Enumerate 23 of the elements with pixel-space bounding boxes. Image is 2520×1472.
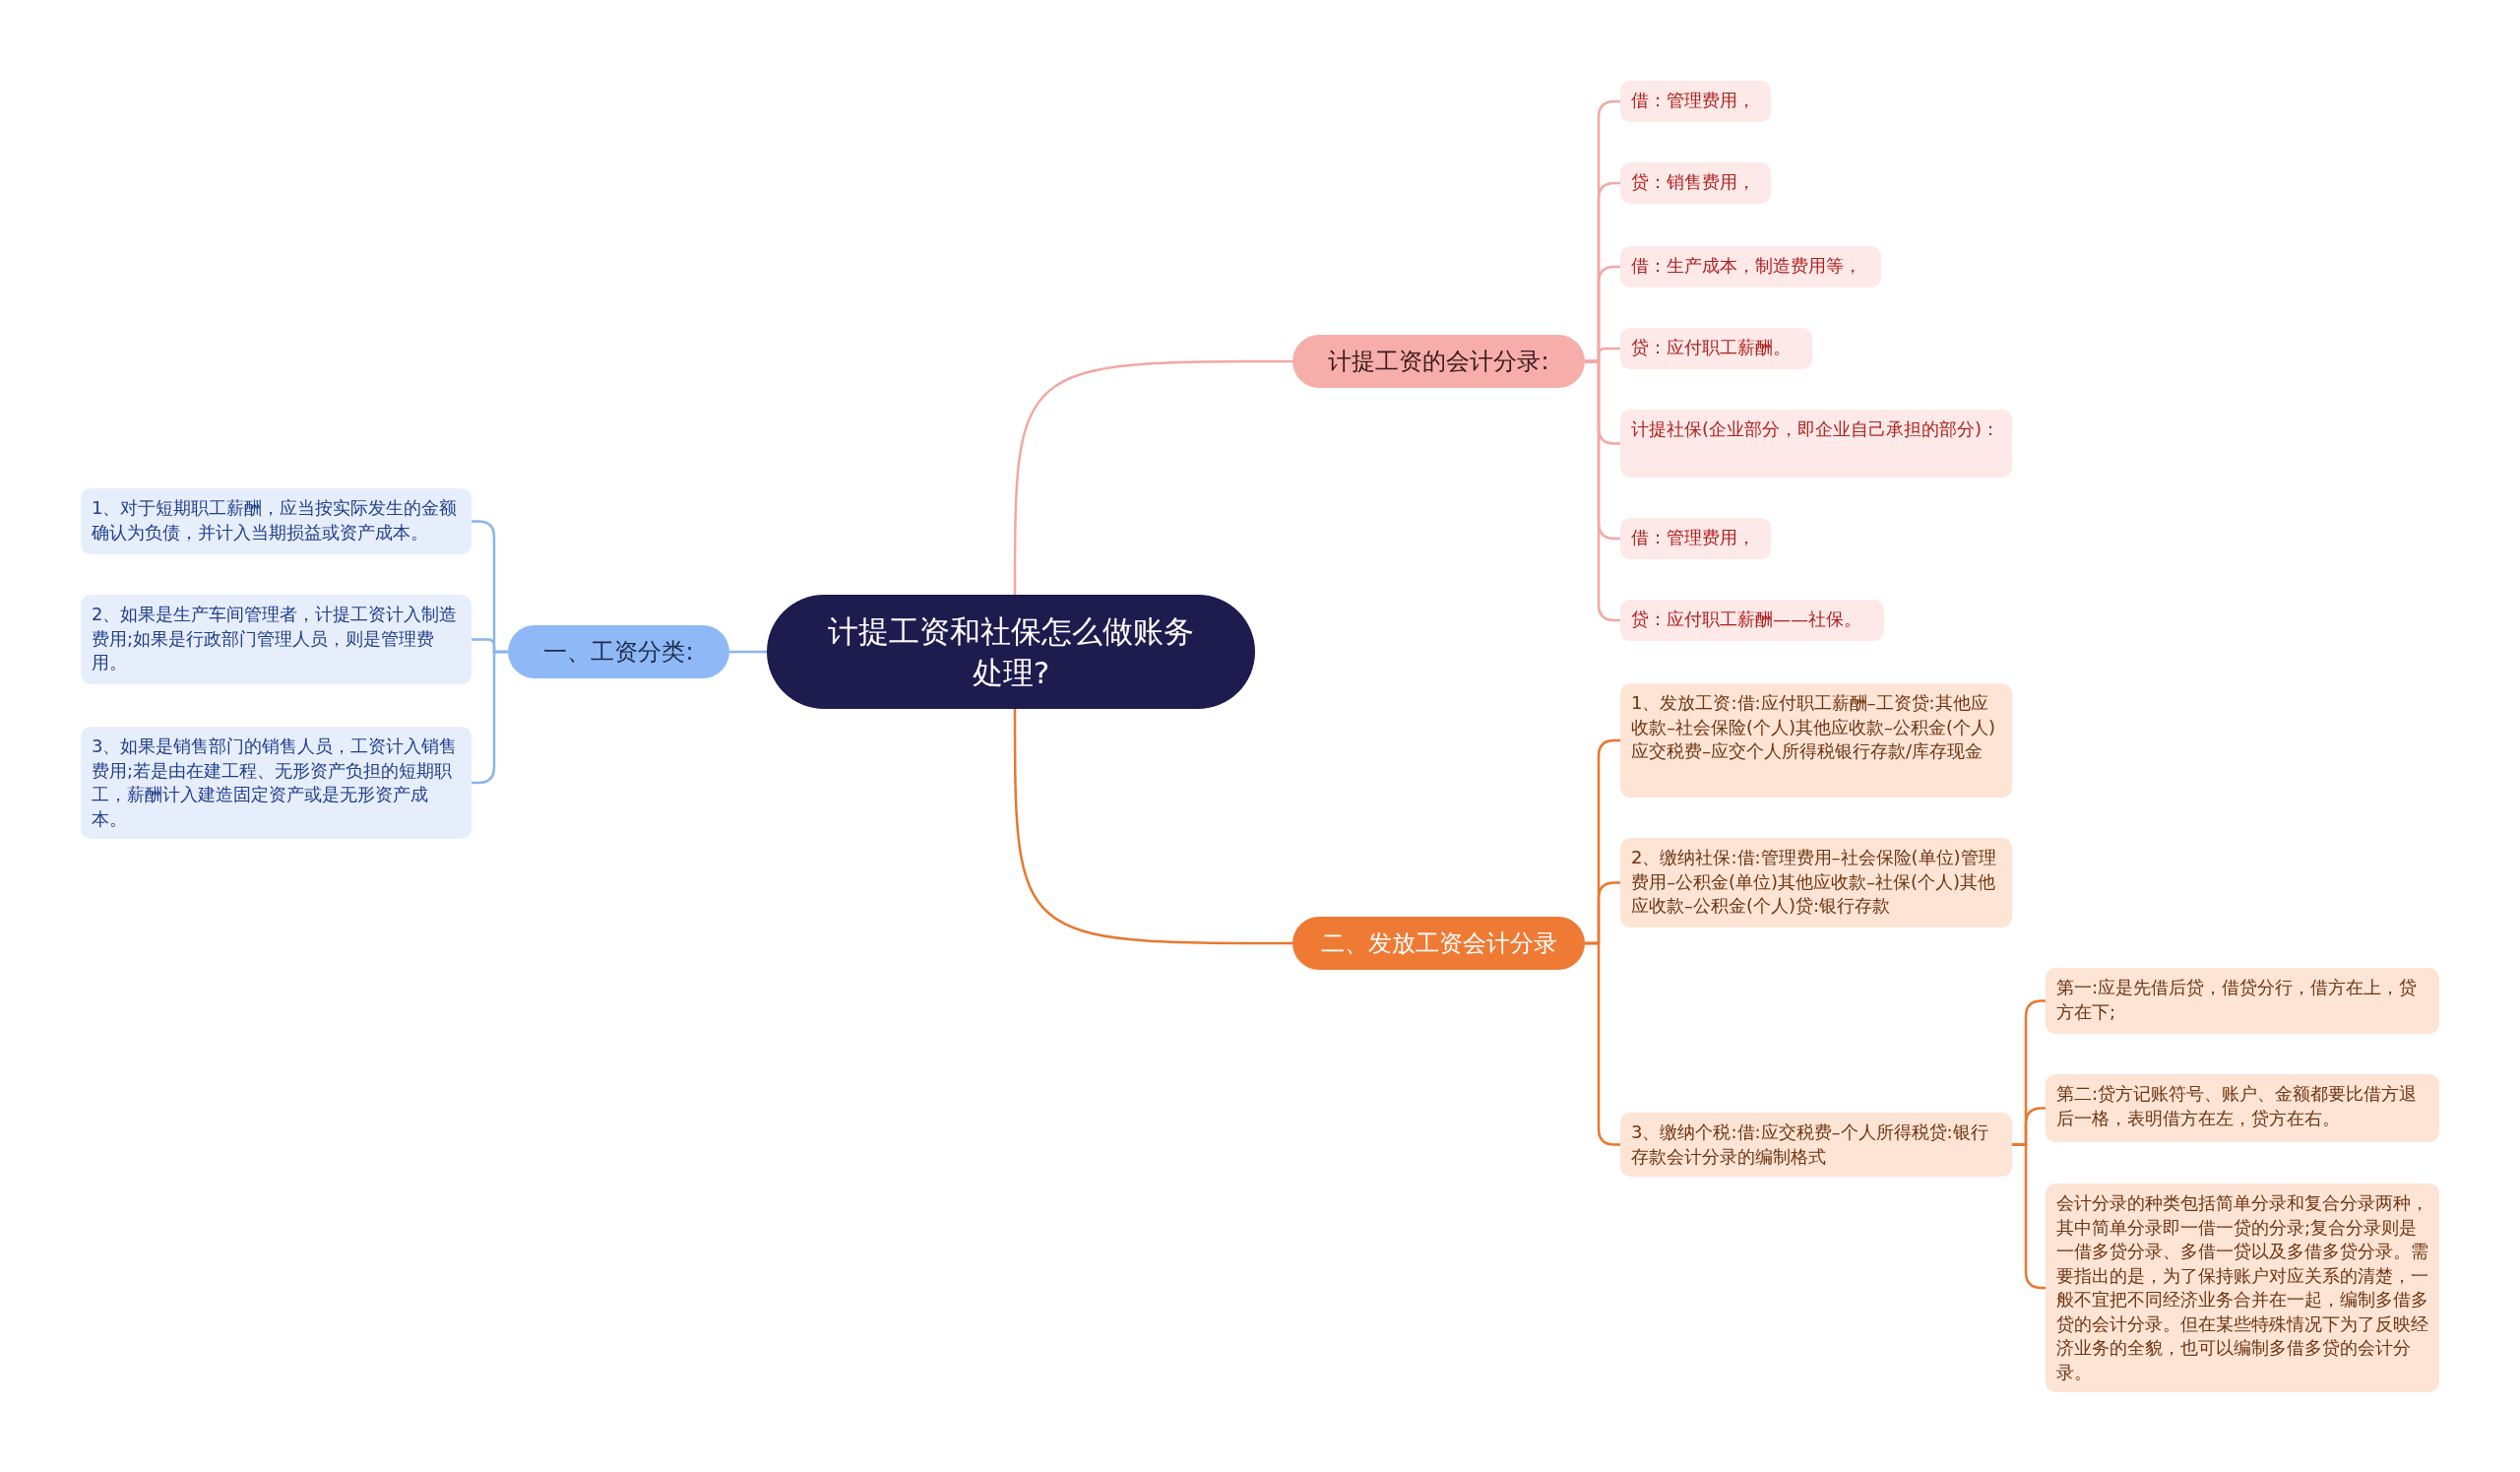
entry-box: 1、发放工资:借:应付职工薪酬–工资贷:其他应收款–社会保险(个人)其他应收款–公积金(个人)应交税费–应交个人所得税银行存款/库存现金 [1620, 683, 2012, 798]
entry-box: 借：管理费用， [1620, 518, 1771, 559]
connector-line [1013, 709, 1292, 945]
entry-box: 借：生产成本，制造费用等， [1620, 246, 1881, 288]
entry-box: 3、缴纳个税:借:应交税费–个人所得税贷:银行存款会计分录的编制格式 [1620, 1113, 2012, 1177]
note-box: 第二:贷方记账符号、账户、金额都要比借方退后一格，表明借方在左，贷方在右。 [2046, 1074, 2439, 1142]
entry-box: 2、缴纳社保:借:管理费用–社会保险(单位)管理费用–公积金(单位)其他应收款–社保(个人)其他应收款–公积金(个人)贷:银行存款 [1620, 838, 2012, 928]
note-box: 1、对于短期职工薪酬，应当按实际发生的金额确认为负债，并计入当期损益或资产成本。 [81, 488, 472, 554]
note-box: 2、如果是生产车间管理者，计提工资计入制造费用;如果是行政部门管理人员，则是管理费用。 [81, 595, 472, 684]
note-box: 会计分录的种类包括简单分录和复合分录两种，其中简单分录即一借一贷的分录;复合分录则是一借多贷分录、多借一贷以及多借多贷分录。需要指出的是，为了保持账户对应关系的清楚，一般不宜把不同经济业务合并在一起，编制多借多贷的会计分录。但在某些特殊情况下为了反映经济业务的全貌，也可以编制多借多贷的会计分录。 [2046, 1184, 2439, 1392]
note-box: 3、如果是销售部门的销售人员，工资计入销售费用;若是由在建工程、无形资产负担的短期职工，薪酬计入建造固定资产或是无形资产成本。 [81, 727, 472, 839]
central-topic: 计提工资和社保怎么做账务处理? [767, 595, 1255, 709]
connector-line [1013, 359, 1292, 595]
entry-box: 贷：应付职工薪酬。 [1620, 328, 1812, 369]
entry-box: 贷：销售费用， [1620, 162, 1771, 204]
note-box: 第一:应是先借后贷，借贷分行，借方在上，贷方在下; [2046, 968, 2439, 1034]
entry-box: 贷：应付职工薪酬——社保。 [1620, 600, 1884, 641]
entry-box: 计提社保(企业部分，即企业自己承担的部分)： [1620, 410, 2012, 478]
branch-topic: 二、发放工资会计分录 [1292, 917, 1585, 970]
entry-box: 借：管理费用， [1620, 81, 1771, 122]
branch-topic: 计提工资的会计分录: [1292, 335, 1585, 388]
branch-topic: 一、工资分类: [508, 625, 729, 678]
connector-line [729, 650, 767, 654]
